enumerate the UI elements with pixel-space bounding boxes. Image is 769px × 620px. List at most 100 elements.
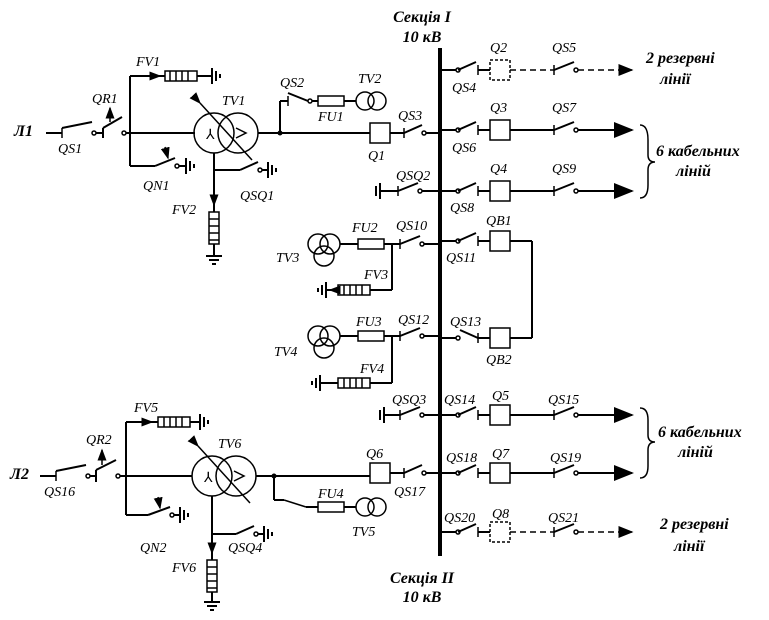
label-q6: Q6: [366, 447, 383, 462]
tv1-transformer: ⅄ TV1: [189, 92, 259, 161]
fu4-fuse: [317, 501, 345, 513]
brace-top: [639, 124, 656, 199]
fu2-fuse: [357, 238, 385, 250]
label-qn2: QN2: [140, 541, 166, 556]
label-fu1: FU1: [317, 110, 344, 125]
label-q8: Q8: [492, 507, 509, 522]
svg-text:⅄: ⅄: [203, 470, 213, 486]
fv6-group: FV6 QSQ4: [171, 496, 273, 611]
section-1-title: Секція І: [393, 9, 452, 26]
label-qs8: QS8: [450, 201, 474, 216]
section-2-voltage: 10 кВ: [403, 589, 442, 606]
line-l1-label: Л1: [13, 123, 33, 140]
q3-breaker: [489, 119, 511, 141]
qs3-switch: [403, 124, 423, 134]
label-qs20: QS20: [444, 511, 475, 526]
fu1-fuse: [317, 95, 345, 107]
incoming-line-l1: Л1 QS1 QR1 FV1 QN1: [13, 55, 221, 194]
label-qs4: QS4: [452, 81, 476, 96]
label-q3: Q3: [490, 101, 507, 116]
feeder-q6: Q6 QS17 FU4 TV5: [256, 447, 440, 540]
label-fu2: FU2: [351, 221, 378, 236]
tv5-transformer: [355, 497, 375, 517]
qb2-breaker: [489, 327, 511, 349]
feeder-q4: QSQ2 QS8 Q4 QS9: [375, 162, 634, 216]
fv4-arrester: [337, 377, 371, 389]
feeder-q1: QS2 FU1 TV2 Q1 QS3: [258, 72, 440, 164]
label-qs9: QS9: [552, 162, 576, 177]
qs6-switch: [457, 121, 477, 131]
cable-bottom-line2: ліній: [677, 444, 713, 461]
q4-breaker: [489, 180, 511, 202]
qs18-switch: [457, 464, 477, 474]
label-qs5: QS5: [552, 41, 576, 56]
label-tv1: TV1: [222, 94, 245, 109]
qs21-switch: [553, 523, 575, 533]
label-qs21: QS21: [548, 511, 579, 526]
label-tv4: TV4: [274, 345, 297, 360]
label-qs6: QS6: [452, 141, 476, 156]
section-1-voltage: 10 кВ: [403, 29, 442, 46]
fv3-arrester: [337, 284, 371, 296]
cable-bottom-line1: 6 кабельних: [658, 424, 742, 441]
label-fv6: FV6: [171, 561, 196, 576]
qs9-switch: [553, 182, 575, 192]
qr2-switch: [95, 459, 117, 471]
qs16-switch: [55, 464, 87, 472]
q7-breaker: [489, 462, 511, 484]
label-fv4: FV4: [359, 362, 384, 377]
q5-breaker: [489, 404, 511, 426]
qs14-switch: [457, 406, 477, 416]
line-l2-label: Л2: [9, 466, 29, 483]
label-qsq2: QSQ2: [396, 169, 430, 184]
tv4-group: TV4 FU3 QS12 FV4: [274, 313, 440, 391]
reserve-bottom-line1: 2 резервні: [659, 516, 729, 533]
reserve-top-line2: лінії: [659, 71, 692, 88]
tv2-transformer: [355, 91, 375, 111]
label-qsq3: QSQ3: [392, 393, 426, 408]
label-qr1: QR1: [92, 92, 118, 107]
fu4-switch: [283, 499, 307, 508]
qsq1-switch: [239, 161, 259, 171]
label-qs12: QS12: [398, 313, 429, 328]
qs20-switch: [457, 523, 477, 533]
label-q1: Q1: [368, 149, 385, 164]
label-qs15: QS15: [548, 393, 579, 408]
qs7-switch: [553, 121, 575, 131]
qs5-switch: [553, 61, 575, 71]
section-2-title: Секція ІІ: [390, 570, 455, 587]
label-qs3: QS3: [398, 109, 422, 124]
qs19-switch: [553, 464, 575, 474]
qs2-switch: [287, 92, 309, 102]
q1-breaker: [369, 122, 391, 144]
label-qsq4: QSQ4: [228, 541, 262, 556]
qs17-switch: [403, 464, 423, 474]
qs10-switch: [399, 235, 421, 245]
label-tv5: TV5: [352, 525, 375, 540]
reserve-top-line1: 2 резервні: [645, 50, 715, 67]
label-fv3: FV3: [363, 268, 388, 283]
q2-breaker: [489, 59, 511, 81]
fv2-group: FV2 QSQ1: [171, 153, 277, 265]
label-qb1: QB1: [486, 214, 512, 229]
label-tv6: TV6: [218, 437, 241, 452]
label-qs7: QS7: [552, 101, 577, 116]
label-q5: Q5: [492, 389, 509, 404]
qn1-switch: [154, 157, 176, 167]
label-tv3: TV3: [276, 251, 299, 266]
brace-bottom: [639, 407, 656, 479]
label-qs14: QS14: [444, 393, 475, 408]
qb1-breaker: [489, 230, 511, 252]
reserve-bottom-line2: лінії: [673, 538, 706, 555]
qr1-switch: [102, 116, 123, 129]
fv5-arrester: [157, 416, 191, 428]
label-qs19: QS19: [550, 451, 581, 466]
label-fu3: FU3: [355, 315, 382, 330]
feeder-q8: QS20 Q8 QS21: [440, 507, 634, 543]
tv6-transformer: ⅄ TV6: [187, 435, 257, 504]
fv2-arrester: [208, 211, 220, 245]
tv3-group: TV3 FU2 QS10 FV3: [276, 219, 440, 298]
qsq2-switch: [397, 182, 419, 192]
bus-tie: QS11 QB1 QS13 QB2: [440, 214, 533, 368]
